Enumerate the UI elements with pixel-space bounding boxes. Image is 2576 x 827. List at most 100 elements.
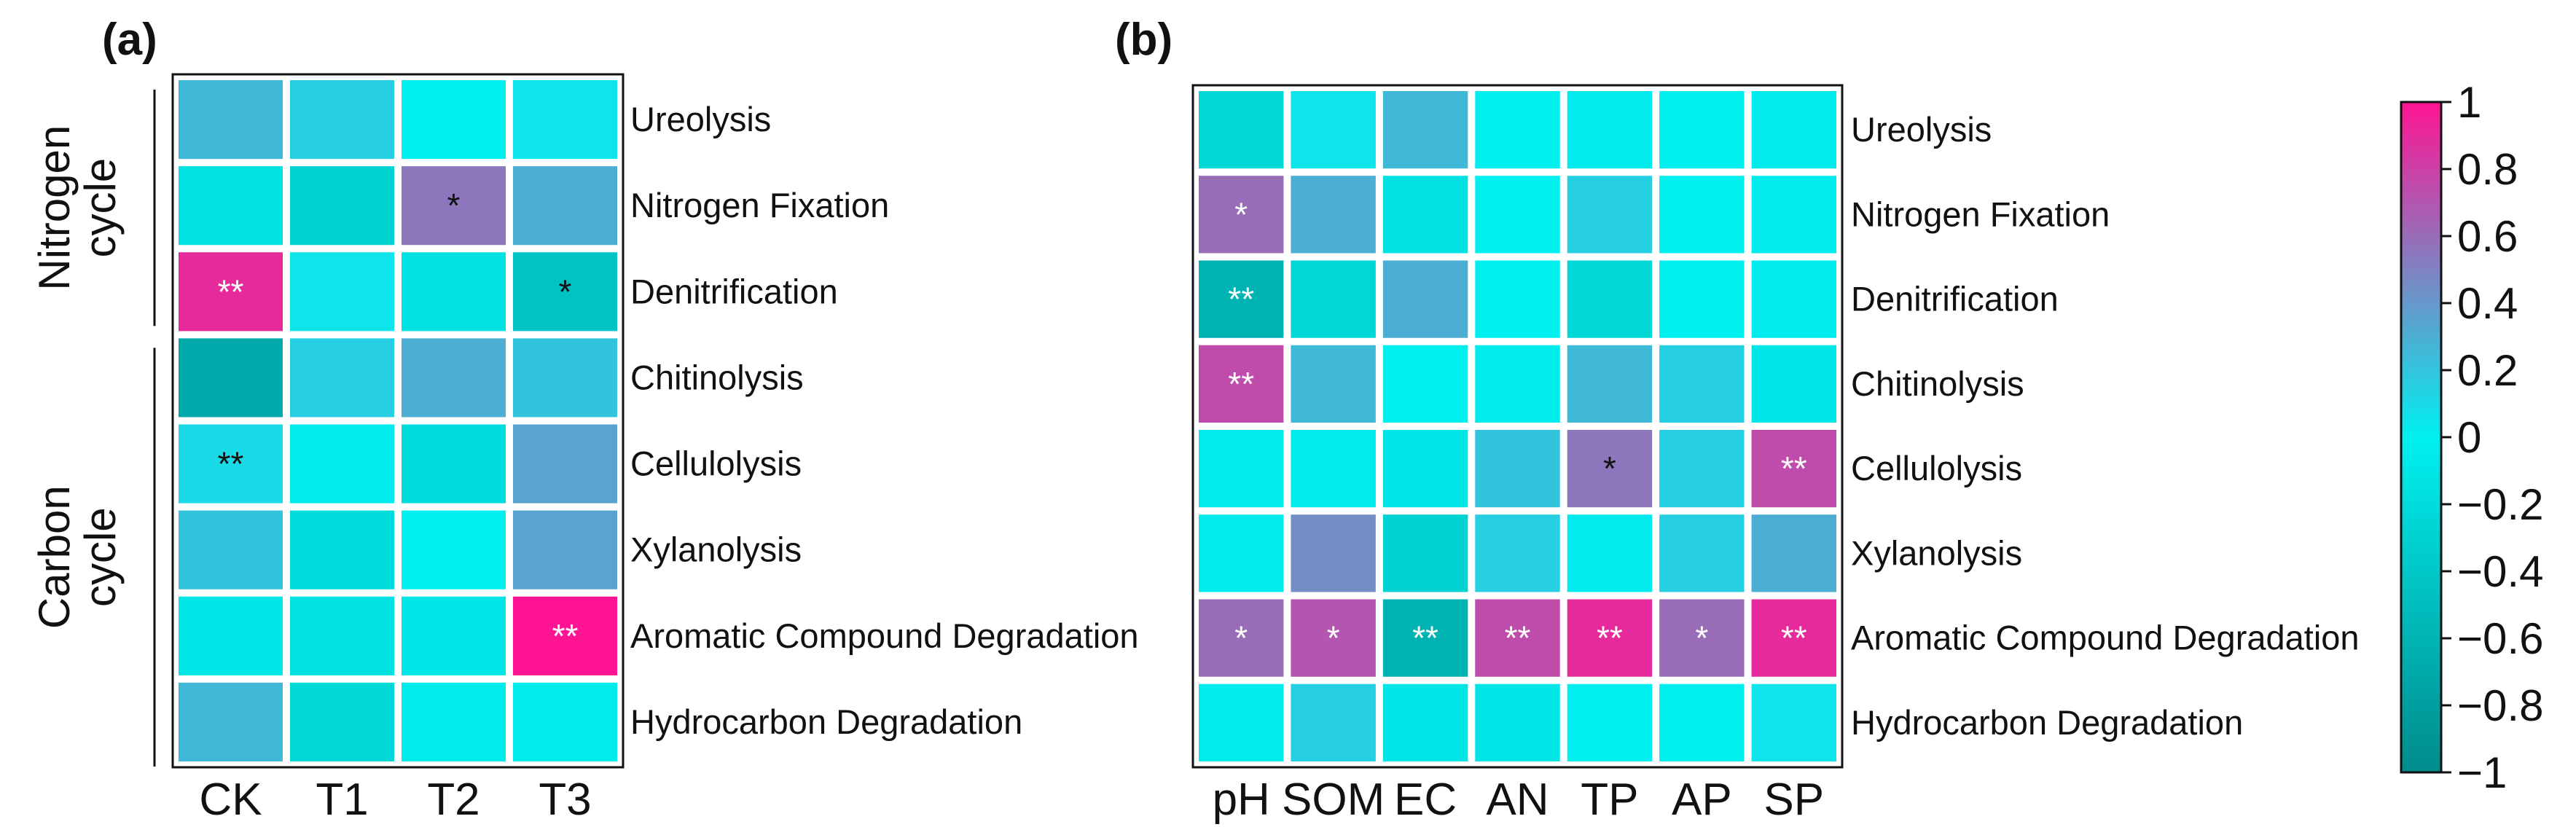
heatmap-cell-b-r4-c3 xyxy=(1475,430,1560,508)
row-label-b-4: Cellulolysis xyxy=(1851,449,2022,487)
colorbar-tick-label-9: −0.8 xyxy=(2457,681,2543,730)
heatmap-cell-b-r5-c4 xyxy=(1567,514,1653,592)
heatmap-cell-b-r1-c0 xyxy=(1199,176,1284,254)
heatmap-cell-b-r2-c4 xyxy=(1567,260,1653,338)
heatmap-cell-a-r4-c2 xyxy=(402,424,506,503)
heatmap-cell-b-r4-c5 xyxy=(1659,430,1745,508)
heatmap-cell-b-r1-c1 xyxy=(1291,176,1376,254)
column-label-a-2: T2 xyxy=(427,775,479,825)
significance-mark-b-r3-c0: ** xyxy=(1228,365,1254,403)
column-label-b-6: SP xyxy=(1763,775,1824,825)
panel-label-a: (a) xyxy=(102,15,157,65)
heatmap-cell-a-r2-c2 xyxy=(402,252,506,332)
row-label-b-3: Chitinolysis xyxy=(1851,364,2024,403)
significance-mark-b-r2-c0: ** xyxy=(1228,281,1254,318)
heatmap-cell-a-r1-c0 xyxy=(179,166,283,246)
row-label-a-2: Denitrification xyxy=(630,272,838,310)
row-label-b-5: Xylanolysis xyxy=(1851,533,2022,572)
heatmap-cell-a-r0-c2 xyxy=(402,80,506,160)
heatmap-cell-b-r0-c5 xyxy=(1659,91,1745,169)
heatmap-cell-a-r3-c1 xyxy=(290,338,394,418)
heatmap-cell-b-r4-c1 xyxy=(1291,430,1376,508)
heatmap-cell-b-r6-c6 xyxy=(1751,599,1836,677)
column-label-b-2: EC xyxy=(1394,775,1457,825)
colorbar-tick-label-2: 0.6 xyxy=(2457,212,2518,261)
heatmap-cell-b-r6-c2 xyxy=(1382,599,1468,677)
column-label-b-0: pH xyxy=(1213,775,1270,825)
heatmap-cell-b-r6-c5 xyxy=(1659,599,1745,677)
colorbar-gradient xyxy=(2400,101,2443,774)
heatmap-cell-a-r3-c2 xyxy=(402,338,506,418)
heatmap-cell-b-r2-c6 xyxy=(1751,260,1836,338)
heatmap-cell-b-r5-c0 xyxy=(1199,514,1284,592)
heatmap-cell-b-r0-c0 xyxy=(1199,91,1284,169)
row-label-a-0: Ureolysis xyxy=(630,100,771,138)
significance-mark-b-r6-c5: * xyxy=(1695,619,1708,657)
column-label-b-5: AP xyxy=(1672,775,1732,825)
heatmap-cell-b-r0-c4 xyxy=(1567,91,1653,169)
colorbar-tick-label-6: −0.2 xyxy=(2457,480,2543,529)
heatmap-cell-b-r7-c5 xyxy=(1659,683,1745,761)
heatmap-cell-b-r3-c6 xyxy=(1751,345,1836,423)
heatmap-cell-a-r1-c3 xyxy=(513,166,617,246)
heatmap-cell-b-r2-c0 xyxy=(1199,260,1284,338)
significance-mark-a-r1-c2: * xyxy=(447,187,461,224)
heatmap-cell-b-r4-c4 xyxy=(1567,430,1653,508)
heatmap-cell-b-r7-c3 xyxy=(1475,683,1560,761)
heatmap-cell-b-r0-c3 xyxy=(1475,91,1560,169)
colorbar-tick-label-0: 1 xyxy=(2457,78,2481,127)
heatmap-cell-b-r1-c6 xyxy=(1751,176,1836,254)
significance-mark-a-r2-c3: * xyxy=(559,273,572,310)
row-group-label-0-line-0: Nitrogen xyxy=(30,125,79,291)
colorbar-tick-label-4: 0.2 xyxy=(2457,346,2518,395)
column-label-a-0: CK xyxy=(199,775,262,825)
heatmap-cell-b-r0-c1 xyxy=(1291,91,1376,169)
significance-mark-b-r6-c6: ** xyxy=(1781,619,1807,657)
heatmap-cell-a-r6-c0 xyxy=(179,596,283,675)
heatmap-cell-a-r3-c0 xyxy=(179,338,283,418)
row-group-label-1-line-0: Carbon xyxy=(30,485,79,629)
heatmap-cell-a-r2-c0 xyxy=(179,252,283,332)
heatmap-cell-b-r5-c3 xyxy=(1475,514,1560,592)
colorbar-tick-label-7: −0.4 xyxy=(2457,547,2543,596)
heatmap-cell-a-r0-c1 xyxy=(290,80,394,160)
heatmap-cell-b-r7-c4 xyxy=(1567,683,1653,761)
heatmap-cell-b-r3-c2 xyxy=(1382,345,1468,423)
row-label-a-1: Nitrogen Fixation xyxy=(630,186,889,224)
heatmap-cell-b-r7-c2 xyxy=(1382,683,1468,761)
significance-mark-b-r6-c2: ** xyxy=(1412,619,1438,657)
column-label-a-1: T1 xyxy=(316,775,368,825)
colorbar: 10.80.60.40.20−0.2−0.4−0.6−0.8−1 xyxy=(2400,78,2543,797)
column-label-b-4: TP xyxy=(1581,775,1638,825)
significance-mark-b-r6-c4: ** xyxy=(1597,619,1623,657)
column-label-a-3: T3 xyxy=(539,775,591,825)
heatmap-cell-b-r6-c0 xyxy=(1199,599,1284,677)
significance-mark-a-r2-c0: ** xyxy=(218,273,244,310)
heatmap-cell-b-r7-c6 xyxy=(1751,683,1836,761)
heatmap-cell-a-r7-c2 xyxy=(402,682,506,761)
heatmap-cell-b-r5-c6 xyxy=(1751,514,1836,592)
heatmap-cell-b-r5-c1 xyxy=(1291,514,1376,592)
heatmap-cell-a-r2-c3 xyxy=(513,252,617,332)
row-label-a-5: Xylanolysis xyxy=(630,530,802,569)
significance-mark-a-r6-c3: ** xyxy=(552,617,579,655)
heatmap-cell-b-r2-c2 xyxy=(1382,260,1468,338)
row-label-a-3: Chitinolysis xyxy=(630,358,804,396)
heatmap-cell-a-r4-c3 xyxy=(513,424,617,503)
heatmap-cell-a-r7-c0 xyxy=(179,682,283,761)
heatmap-cell-b-r6-c1 xyxy=(1291,599,1376,677)
heatmap-cell-b-r3-c4 xyxy=(1567,345,1653,423)
heatmap-cell-a-r6-c1 xyxy=(290,596,394,675)
heatmap-cell-b-r1-c4 xyxy=(1567,176,1653,254)
significance-mark-b-r6-c0: * xyxy=(1234,619,1248,657)
row-group-label-1-line-1: cycle xyxy=(76,507,125,607)
heatmap-cell-a-r5-c3 xyxy=(513,510,617,589)
significance-mark-b-r6-c3: ** xyxy=(1505,619,1531,657)
heatmap-cell-b-r2-c5 xyxy=(1659,260,1745,338)
row-label-a-7: Hydrocarbon Degradation xyxy=(630,702,1022,741)
row-group-label-0-line-1: cycle xyxy=(76,158,125,258)
heatmap-cell-b-r0-c6 xyxy=(1751,91,1836,169)
